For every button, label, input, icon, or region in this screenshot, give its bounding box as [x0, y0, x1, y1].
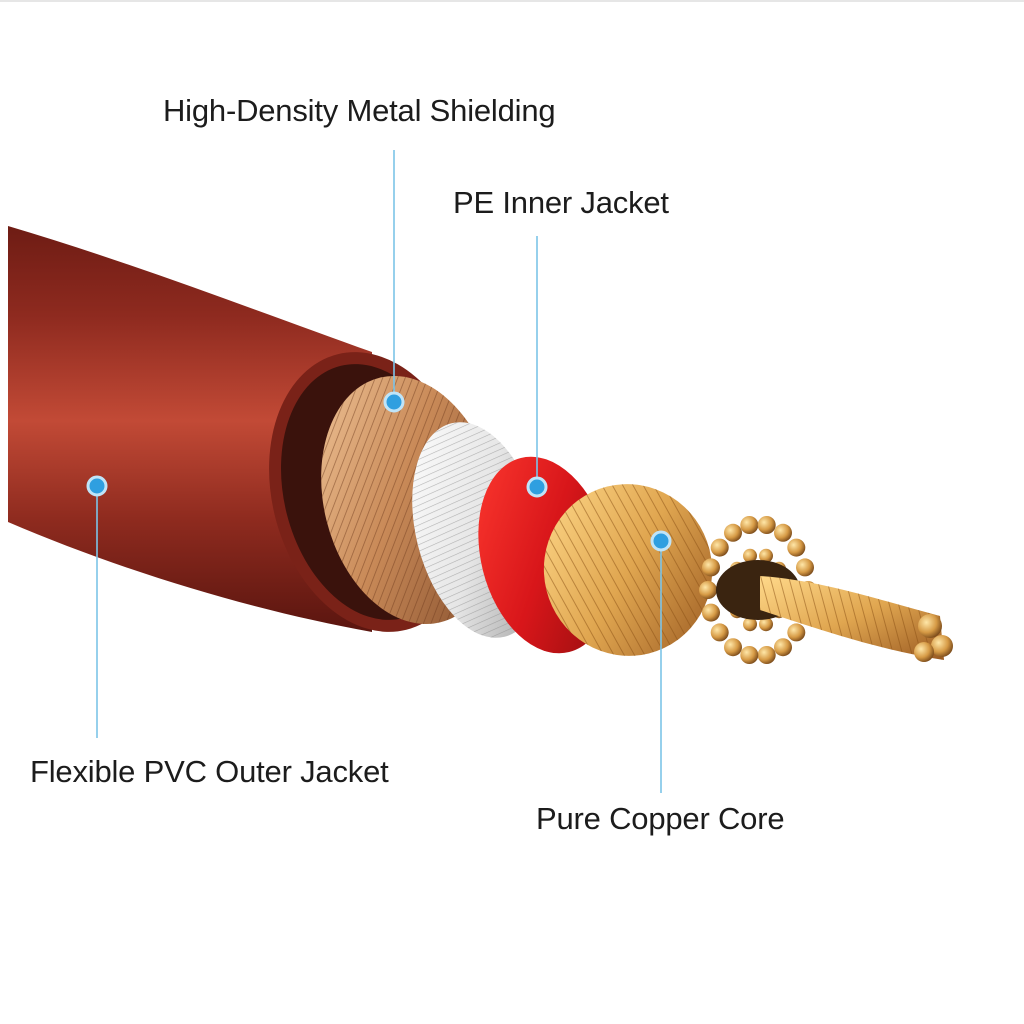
copper-strand	[740, 516, 759, 534]
copper-strand	[757, 646, 776, 664]
copper-strand	[774, 523, 792, 542]
top-divider	[0, 0, 1024, 2]
marker-dot-core	[650, 530, 672, 552]
copper-strand	[724, 638, 742, 657]
copper-strand	[702, 603, 720, 622]
copper-strand	[710, 538, 729, 557]
marker-dot-outer-jacket	[86, 475, 108, 497]
copper-strand	[743, 617, 757, 632]
copper-strand	[702, 558, 720, 577]
copper-strand	[699, 581, 717, 599]
copper-strand	[796, 558, 814, 577]
copper-strand	[710, 623, 729, 642]
label-pure-copper-core: Pure Copper Core	[536, 801, 785, 836]
copper-strand	[724, 523, 742, 542]
copper-strand	[787, 623, 806, 642]
copper-strand	[787, 538, 806, 557]
label-metal-shielding: High-Density Metal Shielding	[163, 93, 556, 128]
copper-strand	[759, 617, 773, 632]
copper-strand	[743, 548, 757, 563]
copper-strand	[774, 638, 792, 657]
marker-dot-shielding	[383, 391, 405, 413]
label-pvc-outer-jacket: Flexible PVC Outer Jacket	[30, 754, 389, 789]
marker-dots	[86, 391, 672, 552]
label-pe-inner-jacket: PE Inner Jacket	[453, 185, 669, 220]
copper-core	[543, 484, 953, 664]
copper-strand	[757, 516, 776, 534]
leader-lines	[96, 150, 662, 793]
marker-dot-inner-jacket	[526, 476, 548, 498]
copper-strand	[740, 646, 759, 664]
copper-strand	[759, 548, 773, 563]
